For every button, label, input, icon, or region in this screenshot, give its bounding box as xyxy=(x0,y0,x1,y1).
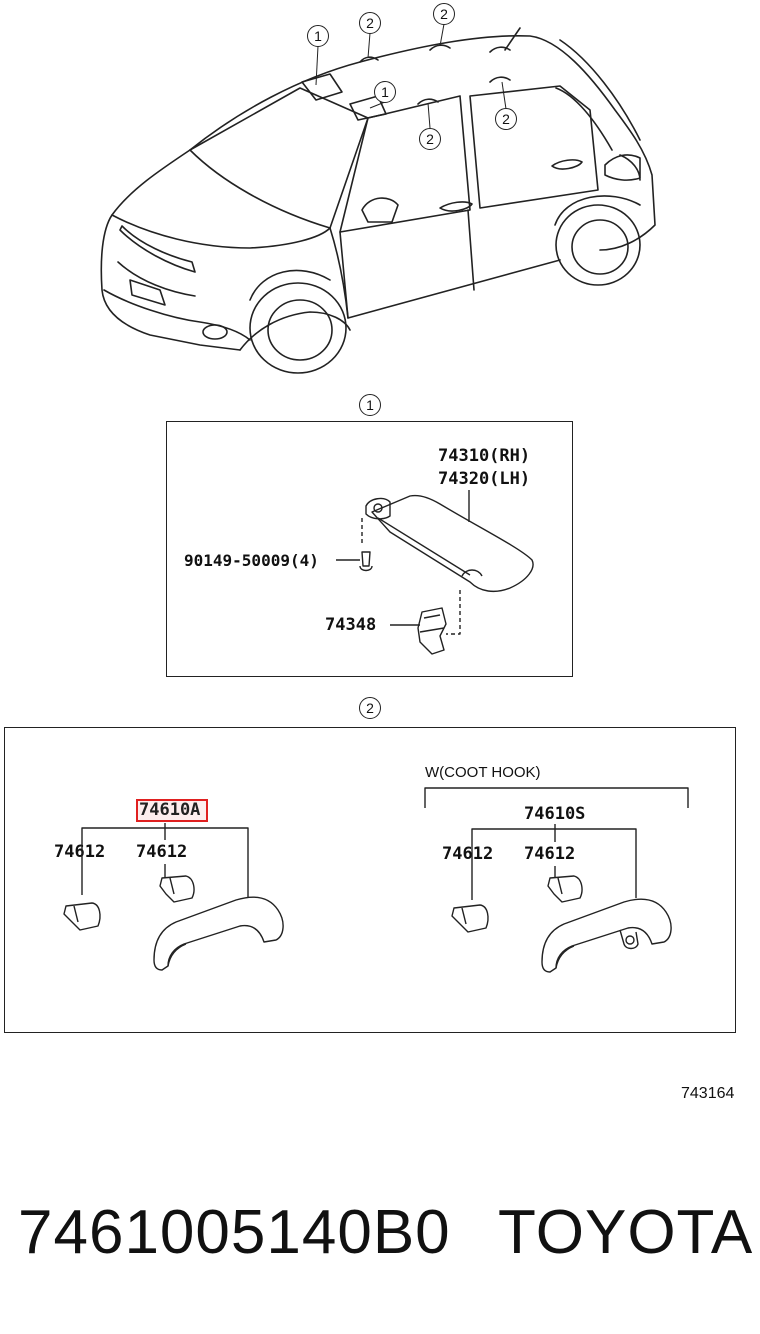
part-74320-lh: 74320(LH) xyxy=(438,469,531,489)
panel1-box xyxy=(166,421,573,677)
car-drawing xyxy=(100,23,656,374)
part-74612-right-b: 74612 xyxy=(524,844,576,864)
callout-2-grip-front-left: 2 xyxy=(359,12,381,34)
part-74310-rh: 74310(RH) xyxy=(438,446,531,466)
footer-brand: TOYOTA xyxy=(498,1198,754,1267)
panel1-circle-label: 1 xyxy=(359,394,381,416)
callout-1-visor-right: 1 xyxy=(374,81,396,103)
panel2-circle-label: 2 xyxy=(359,697,381,719)
footer-part-number: 7461005140B0 xyxy=(18,1198,451,1267)
callout-2-grip-rear-right: 2 xyxy=(495,108,517,130)
part-screw-90149: 90149-50009(4) xyxy=(184,551,319,570)
callout-2-grip-front-right: 2 xyxy=(433,3,455,25)
callout-1-visor-left: 1 xyxy=(307,25,329,47)
part-74610a-highlighted[interactable] xyxy=(136,799,208,822)
part-74612-left-b: 74612 xyxy=(136,842,188,862)
callout-2-grip-rear-left: 2 xyxy=(419,128,441,150)
part-74612-right-a: 74612 xyxy=(442,844,494,864)
part-74610s-label: 74610S xyxy=(524,804,586,824)
panel2-box xyxy=(4,727,736,1033)
part-74610a-label: 74610A xyxy=(139,800,201,820)
diagram-code: 743164 xyxy=(681,1085,735,1102)
part-74612-left-a: 74612 xyxy=(54,842,106,862)
car-illustration: 1 2 2 1 2 2 xyxy=(0,0,760,390)
part-74348-clip: 74348 xyxy=(325,615,377,635)
coat-hook-variant-label: W(COOT HOOK) xyxy=(425,764,541,781)
